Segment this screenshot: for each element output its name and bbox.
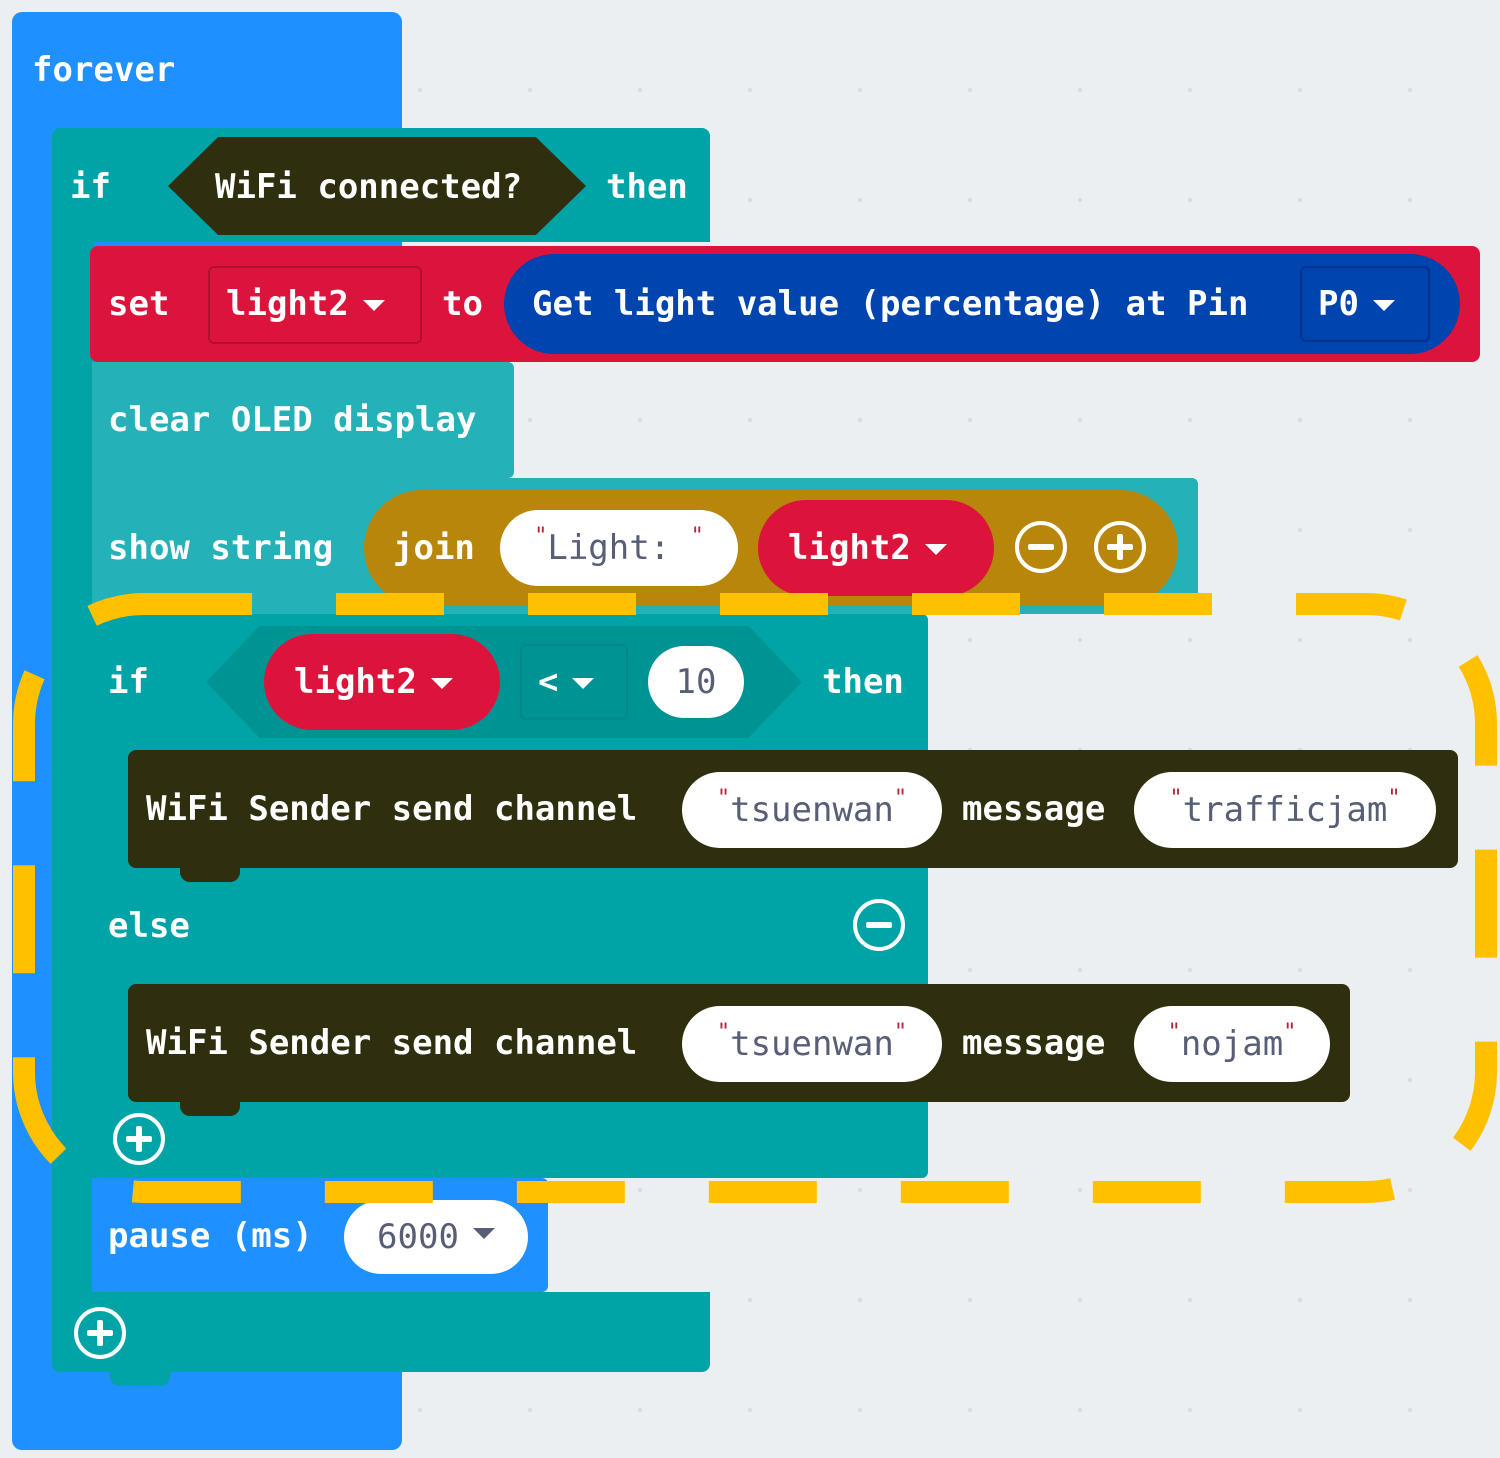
inner-if-label: if <box>108 662 149 702</box>
add-input-plus-icon[interactable] <box>1094 521 1146 573</box>
pause-label: pause (ms) <box>108 1216 313 1256</box>
wifi-send-notch <box>180 866 240 882</box>
quote-icon: " <box>893 1019 908 1045</box>
forever-label: forever <box>32 50 176 90</box>
pin-dropdown[interactable] <box>1300 266 1430 342</box>
join-variable-reporter[interactable] <box>758 500 994 596</box>
quote-icon: " <box>716 1019 731 1045</box>
add-else-if-plus-icon[interactable] <box>113 1113 165 1165</box>
light-text-input[interactable]: "Light: " <box>500 510 738 586</box>
quote-icon: " <box>1167 1019 1181 1045</box>
quote-icon: " <box>690 523 704 549</box>
outer-if-body <box>52 240 94 1292</box>
chevron-down-icon <box>1372 300 1395 311</box>
message-input[interactable]: "nojam" <box>1134 1006 1330 1082</box>
join-label: join <box>393 528 475 568</box>
to-label: to <box>442 284 483 324</box>
operator-value: < <box>538 662 595 702</box>
wifi-send-label: WiFi Sender send channel <box>146 1023 638 1063</box>
wifi-send-label: WiFi Sender send channel <box>146 789 638 829</box>
channel-input[interactable]: "tsuenwan" <box>682 1006 942 1082</box>
outer-if-footer <box>52 1292 710 1372</box>
wifi-connected-label: WiFi connected? <box>215 167 523 207</box>
show-string-label: show string <box>108 528 334 568</box>
chevron-down-icon <box>362 300 385 311</box>
wifi-connected-condition[interactable] <box>168 137 586 235</box>
quote-icon: " <box>893 785 908 811</box>
add-else-plus-icon[interactable] <box>74 1307 126 1359</box>
quote-icon: " <box>534 523 548 549</box>
message-label: message <box>962 1023 1106 1063</box>
quote-icon: " <box>716 785 731 811</box>
else-label: else <box>108 906 190 946</box>
set-variable-dropdown[interactable] <box>208 266 422 344</box>
pause-duration-dropdown[interactable]: 6000 <box>344 1200 528 1274</box>
chevron-down-icon <box>472 1227 495 1239</box>
wifi-send-notch <box>180 1100 240 1116</box>
compare-number-input[interactable]: 10 <box>648 646 744 718</box>
chevron-down-icon <box>572 678 595 689</box>
outer-if-label: if <box>70 167 111 207</box>
compare-variable-name: light2 <box>294 662 453 702</box>
light-value-label: Get light value (percentage) at Pin <box>532 284 1249 324</box>
clear-oled-label: clear OLED display <box>108 400 477 440</box>
quote-icon: " <box>1387 785 1401 811</box>
set-label: set <box>108 284 170 324</box>
pin-value: P0 <box>1318 284 1395 324</box>
remove-input-minus-icon[interactable] <box>1015 521 1067 573</box>
channel-input[interactable]: "tsuenwan" <box>682 772 942 848</box>
else-section <box>92 868 928 984</box>
outer-if-notch <box>110 1370 170 1386</box>
quote-icon: " <box>1169 785 1183 811</box>
message-label: message <box>962 789 1106 829</box>
message-input[interactable]: "trafficjam" <box>1134 772 1436 848</box>
chevron-down-icon <box>924 544 947 555</box>
quote-icon: " <box>1283 1019 1297 1045</box>
chevron-down-icon <box>430 678 453 689</box>
remove-else-minus-icon[interactable] <box>853 899 905 951</box>
clear-oled-block[interactable] <box>92 362 514 478</box>
outer-if-then-label: then <box>606 167 688 207</box>
inner-if-then-label: then <box>822 662 904 702</box>
join-variable-name: light2 <box>788 528 947 568</box>
set-variable-name: light2 <box>226 284 385 324</box>
